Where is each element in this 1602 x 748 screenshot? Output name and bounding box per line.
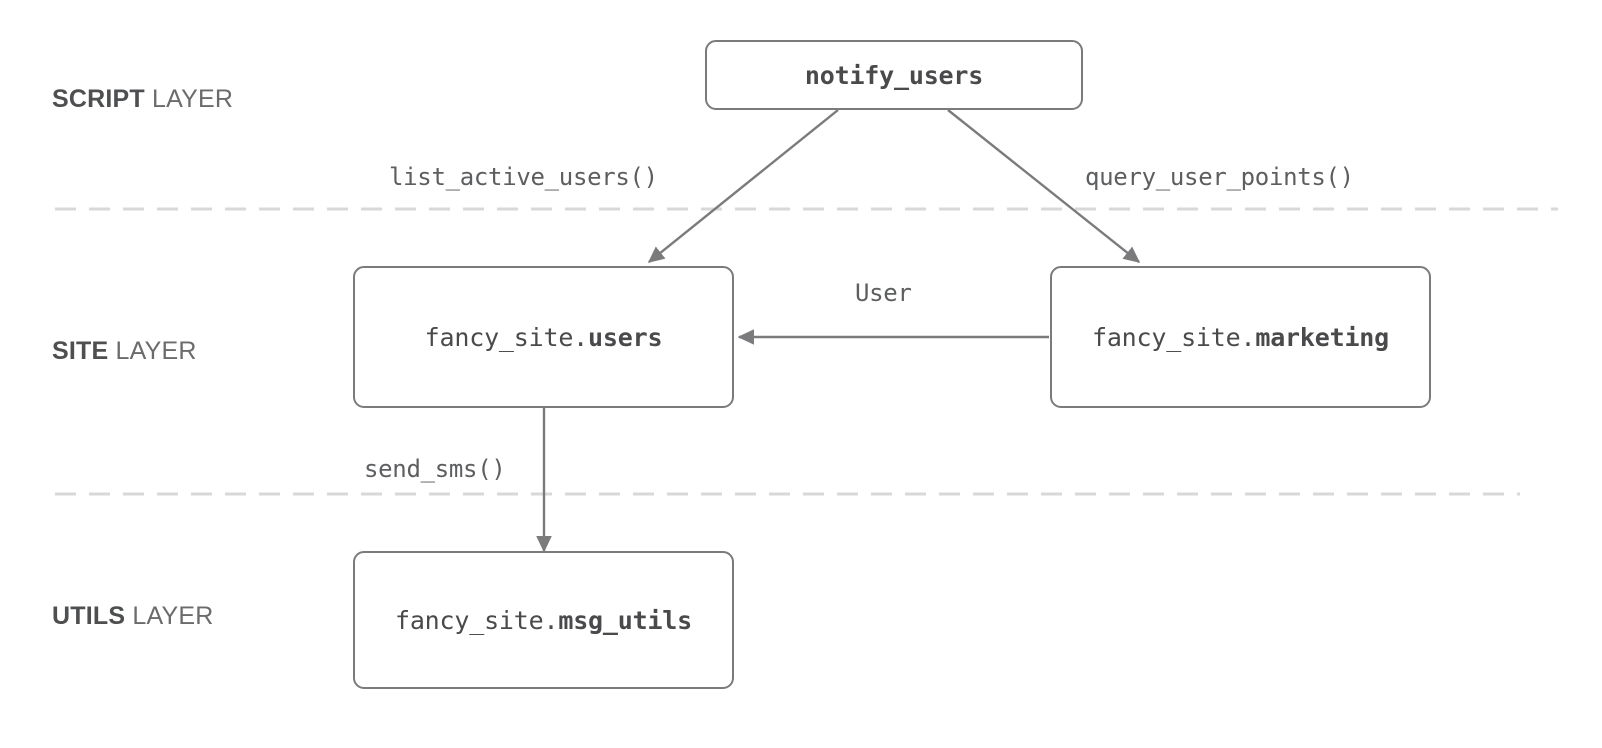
edge-label-user: User	[855, 279, 912, 307]
layer-label-script: SCRIPT LAYER	[52, 85, 233, 114]
layer-label-script-keyword: SCRIPT	[52, 85, 145, 113]
layer-label-site-suffix: LAYER	[108, 337, 197, 365]
layer-label-utils-keyword: UTILS	[52, 602, 126, 630]
node-fancy-site-users-prefix: fancy_site.	[424, 322, 589, 352]
node-notify-users-label: notify_users	[804, 60, 984, 90]
node-fancy-site-msg-utils-prefix: fancy_site.	[394, 605, 559, 635]
node-fancy-site-users[interactable]: fancy_site.users	[353, 266, 734, 408]
edge-label-list-active-users: list_active_users()	[389, 163, 658, 191]
layer-label-site-keyword: SITE	[52, 337, 109, 365]
node-fancy-site-marketing-label: fancy_site.marketing	[1092, 323, 1389, 352]
node-fancy-site-msg-utils-label: fancy_site.msg_utils	[395, 606, 692, 635]
layer-label-utils-suffix: LAYER	[125, 602, 214, 630]
layer-label-site: SITE LAYER	[52, 337, 197, 366]
layer-label-utils: UTILS LAYER	[52, 602, 214, 631]
node-fancy-site-marketing-emphasis: marketing	[1255, 322, 1390, 352]
node-fancy-site-users-emphasis: users	[588, 322, 663, 352]
node-fancy-site-msg-utils[interactable]: fancy_site.msg_utils	[353, 551, 734, 689]
edge-label-send-sms: send_sms()	[364, 455, 506, 483]
node-fancy-site-marketing-prefix: fancy_site.	[1091, 322, 1256, 352]
node-fancy-site-msg-utils-emphasis: msg_utils	[558, 605, 693, 635]
node-fancy-site-marketing[interactable]: fancy_site.marketing	[1050, 266, 1431, 408]
edge-list-active-users	[647, 109, 839, 263]
node-fancy-site-users-label: fancy_site.users	[425, 323, 663, 352]
node-notify-users[interactable]: notify_users	[705, 40, 1083, 110]
edge-label-query-user-points: query_user_points()	[1085, 163, 1354, 191]
layer-label-script-suffix: LAYER	[144, 85, 234, 113]
